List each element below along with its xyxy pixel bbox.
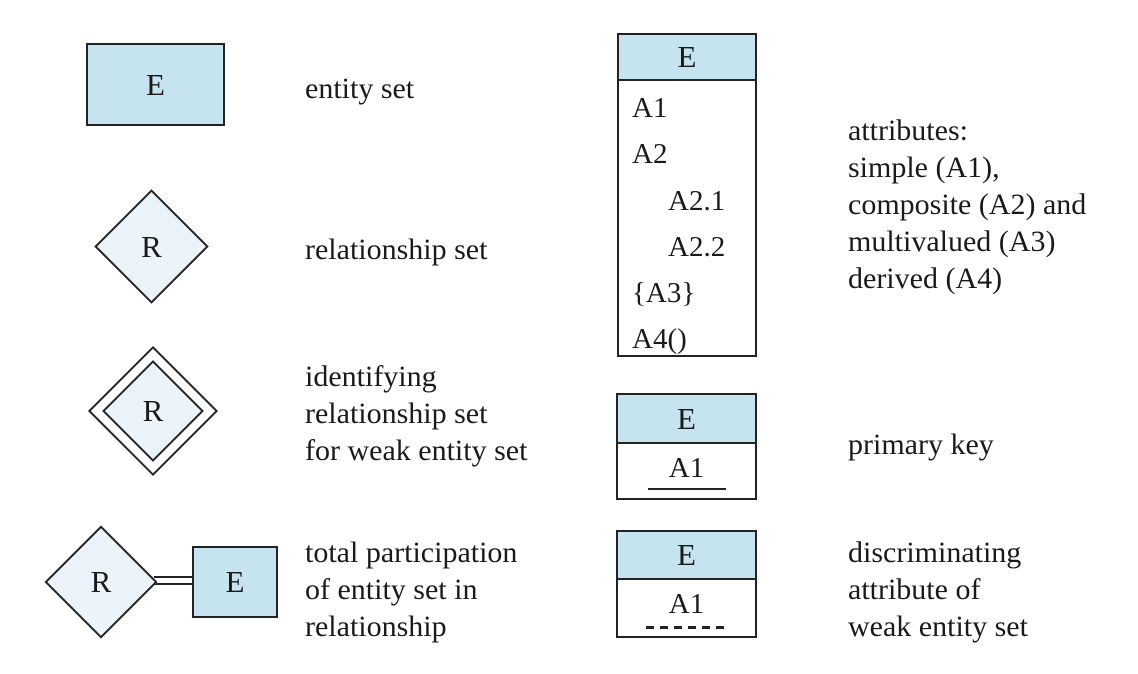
attributes-label: attributes: simple (A1), composite (A2) … xyxy=(848,112,1086,297)
identifying-relationship-label: identifying relationship set for weak en… xyxy=(305,358,527,469)
identifying-relationship-label-line2: relationship set xyxy=(305,397,488,430)
attribute-row-derived: A4() xyxy=(632,323,687,356)
identifying-relationship-symbol: R xyxy=(142,393,164,428)
discriminating-attribute-label: discriminating attribute of weak entity … xyxy=(848,534,1028,645)
primary-key-body: A1 xyxy=(618,444,755,498)
total-participation-relationship-symbol: R xyxy=(90,564,112,599)
relationship-set-label: relationship set xyxy=(305,233,488,266)
attribute-row-composite: A2 xyxy=(632,138,668,171)
discriminating-attribute-dashed-underline xyxy=(645,625,728,629)
attributes-label-line2: simple (A1), xyxy=(848,151,1000,184)
attribute-row-component-2: A2.2 xyxy=(668,230,726,263)
attributes-label-line5: derived (A4) xyxy=(848,262,1003,295)
total-participation-entity-symbol: E xyxy=(225,564,245,599)
discriminating-attribute-name: A1 xyxy=(668,587,705,620)
attributes-label-line3: composite (A2) and xyxy=(848,188,1087,221)
total-participation-relationship-shape: R xyxy=(44,525,158,639)
identifying-relationship-label-line1: identifying xyxy=(305,360,437,393)
attribute-row-component-1: A2.1 xyxy=(668,184,726,217)
discriminating-attribute-body: A1 xyxy=(618,580,755,636)
primary-key-entity-box: E A1 xyxy=(616,393,757,500)
attributes-list: A1 A2 A2.1 A2.2 {A3} A4() xyxy=(619,81,755,363)
primary-key-entity-header: E xyxy=(618,395,755,444)
entity-set-symbol: E xyxy=(146,66,165,102)
primary-key-label: primary key xyxy=(848,428,994,461)
identifying-relationship-label-line3: for weak entity set xyxy=(305,434,528,467)
discriminating-attribute-entity-header: E xyxy=(618,532,755,580)
total-participation-label-line2: of entity set in xyxy=(305,573,478,606)
attribute-row-simple: A1 xyxy=(632,92,668,124)
total-participation-label-line3: relationship xyxy=(305,610,447,643)
primary-key-underline xyxy=(647,488,726,490)
attributes-label-line4: multivalued (A3) xyxy=(848,225,1056,258)
entity-set-label: entity set xyxy=(305,72,415,105)
total-participation-double-line xyxy=(154,576,194,585)
total-participation-entity-shape: E xyxy=(192,546,278,618)
discriminating-attribute-label-line2: attribute of xyxy=(848,573,981,606)
attribute-row-multivalued: {A3} xyxy=(632,277,696,310)
attributes-entity-header: E xyxy=(619,35,755,81)
discriminating-attribute-label-line3: weak entity set xyxy=(848,610,1028,643)
attributes-entity-box: E A1 A2 A2.1 A2.2 {A3} A4() xyxy=(617,33,757,357)
total-participation-label-line1: total participation xyxy=(305,536,518,569)
relationship-set-symbol: R xyxy=(141,228,162,264)
relationship-set-shape: R xyxy=(94,189,209,304)
identifying-relationship-inner-diamond: R xyxy=(102,360,204,462)
primary-key-attribute: A1 xyxy=(668,452,705,484)
discriminating-attribute-entity-box: E A1 xyxy=(616,530,757,638)
total-participation-label: total participation of entity set in rel… xyxy=(305,534,517,645)
attributes-label-line1: attributes: xyxy=(848,114,968,147)
entity-set-shape: E xyxy=(86,43,225,126)
discriminating-attribute-label-line1: discriminating xyxy=(848,536,1022,569)
